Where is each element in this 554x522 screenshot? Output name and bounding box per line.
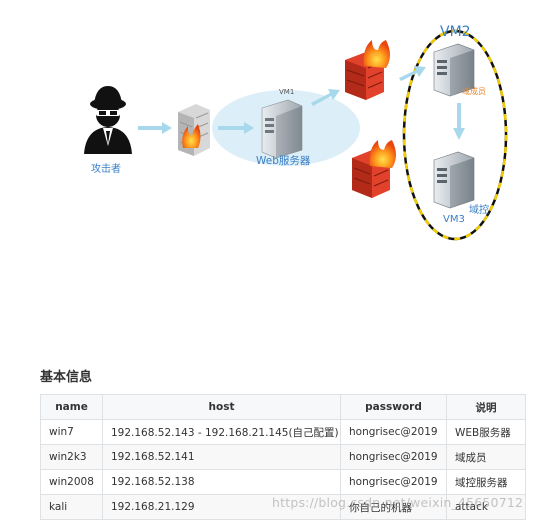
network-diagram	[84, 29, 508, 241]
table-row: kali 192.168.21.129 你自己的机器 attack	[40, 494, 526, 520]
firewall-icon	[345, 40, 390, 100]
cell-description: WEB服务器	[446, 419, 526, 445]
attacker-label: 攻击者	[91, 164, 121, 175]
cell-password: hongrisec@2019	[340, 444, 447, 470]
cell-host: 192.168.52.143 - 192.168.21.145(自己配置)	[102, 419, 341, 445]
firewall-icon	[178, 104, 210, 156]
cell-name: win2008	[40, 469, 103, 495]
cell-password: hongrisec@2019	[340, 469, 447, 495]
server-icon	[433, 43, 475, 97]
server-icon	[261, 99, 303, 159]
table-row: win2k3 192.168.52.141 hongrisec@2019 域成员	[40, 444, 526, 470]
header-description: 说明	[446, 394, 526, 420]
firewall-icon	[352, 140, 396, 198]
vm3-label: VM3	[443, 214, 465, 225]
cell-host: 192.168.52.138	[102, 469, 341, 495]
table-row: win2008 192.168.52.138 hongrisec@2019 域控…	[40, 469, 526, 495]
vm1-tag: VM1	[279, 88, 295, 96]
cell-description: 域控服务器	[446, 469, 526, 495]
header-password: password	[340, 394, 447, 420]
server-icon	[433, 151, 475, 209]
table-row: win7 192.168.52.143 - 192.168.21.145(自己配…	[40, 419, 526, 445]
attacker-icon	[84, 86, 132, 154]
cell-host: 192.168.52.141	[102, 444, 341, 470]
cell-password: 你自己的机器	[340, 494, 447, 520]
web-server-label: Web服务器	[256, 155, 311, 167]
domain-member-label: 域成员	[462, 87, 486, 96]
cell-description: 域成员	[446, 444, 526, 470]
info-table: name host password 说明 win7 192.168.52.14…	[40, 394, 526, 520]
header-host: host	[102, 394, 341, 420]
cell-name: kali	[40, 494, 103, 520]
cell-description: attack	[446, 494, 526, 520]
arrow-icon	[138, 66, 465, 140]
table-header-row: name host password 说明	[40, 394, 526, 420]
cell-name: win7	[40, 419, 103, 445]
cell-name: win2k3	[40, 444, 103, 470]
watermark: https://blog.csdn.net/weixin_45650712	[272, 495, 524, 510]
cell-host: 192.168.21.129	[102, 494, 341, 520]
domain-controller-label: 域控	[469, 205, 489, 216]
vm2-label: VM2	[440, 24, 471, 40]
domain-boundary	[402, 29, 508, 241]
section-title: 基本信息	[40, 370, 93, 385]
header-name: name	[40, 394, 103, 420]
cell-password: hongrisec@2019	[340, 419, 447, 445]
